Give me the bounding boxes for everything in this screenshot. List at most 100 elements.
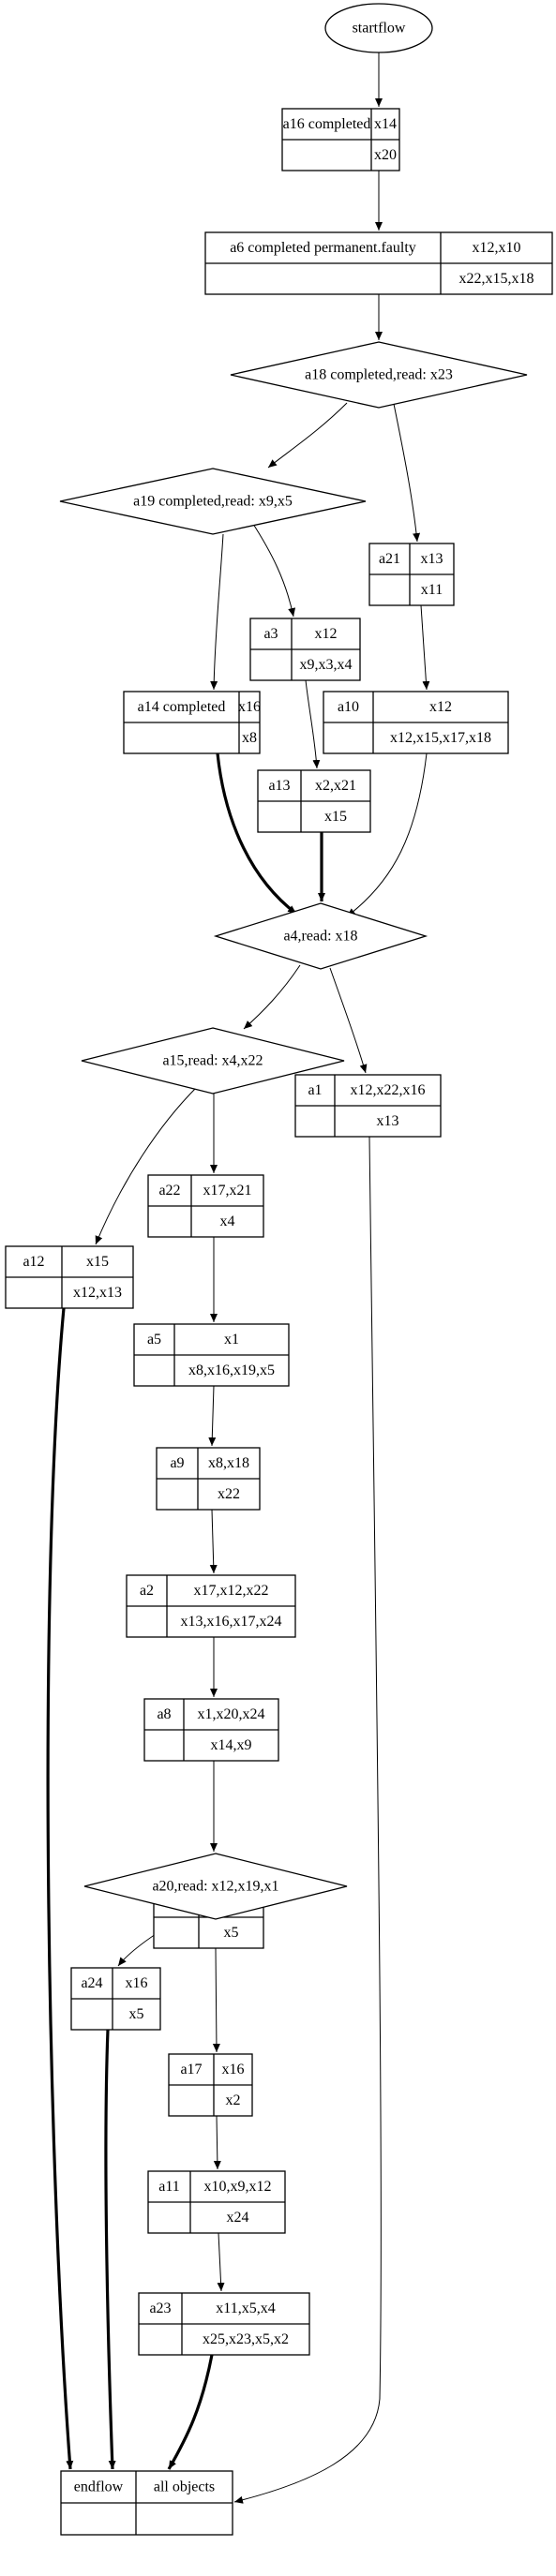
- activity-name-a24: a24: [81, 1975, 102, 1991]
- edge-a19-to-a14: [210, 533, 224, 691]
- decision-node-a20: a20,read: x12,x19,x1: [83, 1853, 348, 1920]
- inputs-a2: x13,x16,x17,x24: [181, 1614, 282, 1630]
- edge-a25-to-a17: [212, 1947, 220, 2053]
- activity-name-a23: a23: [149, 2301, 171, 2316]
- outputs-a12: x15: [86, 1254, 109, 1270]
- edge-a10-to-a4: [346, 752, 428, 917]
- decision-label-a20: a20,read: x12,x19,x1: [152, 1879, 278, 1895]
- activity-name-a1: a1: [308, 1082, 322, 1098]
- outputs-a24: x16: [126, 1975, 148, 1991]
- activity-name-a22: a22: [158, 1183, 180, 1199]
- inputs-a23: x25,x23,x5,x2: [203, 2331, 289, 2347]
- activity-node-a13: a13 x2,x21 x15: [257, 769, 371, 833]
- outputs-a10: x12: [429, 699, 452, 715]
- edge-a24-to-end: [104, 2029, 116, 2470]
- edge-a18-to-a21: [393, 403, 421, 543]
- outputs-a9: x8,x18: [208, 1455, 249, 1471]
- outputs-a11: x10,x9,x12: [204, 2179, 272, 2195]
- startflow-label: startflow: [353, 21, 406, 37]
- edge-a14-to-a4: [216, 752, 297, 916]
- outputs-a1: x12,x22,x16: [351, 1082, 426, 1098]
- outputs-a23: x11,x5,x4: [216, 2301, 275, 2316]
- inputs-a11: x24: [227, 2210, 249, 2226]
- outputs-a8: x1,x20,x24: [198, 1706, 265, 1722]
- inputs-a21: x11: [421, 582, 443, 598]
- edge-a11-to-a23: [217, 2232, 225, 2292]
- edge-a4-to-a1: [329, 967, 368, 1074]
- decision-label-a18: a18 completed,read: x23: [305, 367, 453, 383]
- activity-name-a2: a2: [140, 1583, 154, 1599]
- decision-label-a4: a4,read: x18: [283, 929, 357, 945]
- activity-name-a13: a13: [268, 778, 290, 794]
- edge-a15-to-a12: [95, 1086, 198, 1245]
- outputs-a21: x13: [421, 551, 443, 567]
- edge-a12-to-end: [46, 1307, 74, 2470]
- outputs-a2: x17,x12,x22: [194, 1583, 269, 1599]
- activity-name-a21: a21: [379, 551, 400, 567]
- edge-a5-to-a9: [208, 1385, 217, 1447]
- activity-node-a1: a1 x12,x22,x16 x13: [294, 1074, 442, 1138]
- activity-node-a8: a8 x1,x20,x24 x14,x9: [143, 1698, 279, 1762]
- activity-node-a22: a22 x17,x21 x4: [147, 1174, 264, 1238]
- outputs-a16: x14: [374, 116, 397, 132]
- decision-label-a19: a19 completed,read: x9,x5: [133, 494, 293, 510]
- decision-label-a15: a15,read: x4,x22: [162, 1053, 263, 1069]
- edge-a23-to-end: [167, 2354, 214, 2470]
- inputs-a10: x12,x15,x17,x18: [390, 730, 491, 746]
- inputs-a12: x12,x13: [73, 1285, 122, 1301]
- activity-name-a11: a11: [158, 2179, 180, 2195]
- activity-node-a2: a2 x17,x12,x22 x13,x16,x17,x24: [126, 1574, 296, 1638]
- outputs-a6: x12,x10: [473, 240, 521, 256]
- edge-a4-to-a15: [243, 964, 301, 1030]
- activity-node-a24: a24 x16 x5: [70, 1967, 161, 2031]
- all-objects-label: all objects: [154, 2479, 215, 2495]
- decision-node-a18: a18 completed,read: x23: [230, 341, 528, 409]
- activity-name-a8: a8: [157, 1706, 171, 1722]
- decision-node-a15: a15,read: x4,x22: [81, 1027, 345, 1094]
- activity-node-a5: a5 x1 x8,x16,x19,x5: [133, 1323, 290, 1387]
- inputs-a25: x5: [224, 1925, 239, 1941]
- inputs-a14: x8: [242, 730, 257, 746]
- inputs-a24: x5: [129, 2006, 144, 2022]
- outputs-a14: x16: [238, 699, 261, 715]
- edge-a19-to-a3: [250, 520, 296, 618]
- activity-node-a12: a12 x15 x12,x13: [5, 1245, 134, 1309]
- edge-a1-to-end: [233, 1136, 382, 2504]
- edge-a18-to-a19: [267, 402, 348, 469]
- inputs-a1: x13: [377, 1113, 399, 1129]
- activity-name-a6: a6 completed permanent.faulty: [230, 240, 416, 256]
- inputs-a8: x14,x9: [211, 1737, 252, 1753]
- inputs-a17: x2: [226, 2092, 241, 2108]
- outputs-a5: x1: [224, 1332, 239, 1348]
- inputs-a5: x8,x16,x19,x5: [188, 1362, 275, 1378]
- activity-name-a5: a5: [147, 1332, 161, 1348]
- outputs-a3: x12: [315, 626, 338, 642]
- outputs-a13: x2,x21: [315, 778, 356, 794]
- activity-name-a12: a12: [23, 1254, 44, 1270]
- activity-node-a11: a11 x10,x9,x12 x24: [147, 2170, 286, 2234]
- inputs-a3: x9,x3,x4: [300, 657, 353, 673]
- outputs-a22: x17,x21: [203, 1183, 252, 1199]
- edge-a3-to-a13: [305, 679, 321, 769]
- activity-name-a10: a10: [338, 699, 359, 715]
- activity-node-a10: a10 x12 x12,x15,x17,x18: [323, 691, 509, 754]
- activity-name-a14: a14 completed: [138, 699, 226, 715]
- inputs-a6: x22,x15,x18: [459, 271, 534, 287]
- inputs-a13: x15: [324, 809, 347, 825]
- outputs-a17: x16: [222, 2062, 245, 2077]
- edge-a17-to-a11: [213, 2115, 221, 2170]
- edge-a9-to-a2: [209, 1509, 218, 1574]
- activity-node-a6: a6 completed permanent.faulty x12,x10 x22,…: [204, 231, 553, 295]
- inputs-a22: x4: [220, 1214, 235, 1229]
- decision-node-a19: a19 completed,read: x9,x5: [59, 468, 367, 535]
- activity-name-a9: a9: [170, 1455, 184, 1471]
- activity-node-a21: a21 x13 x11: [368, 543, 455, 606]
- activity-node-a14: a14 completed x16 x8: [123, 691, 261, 754]
